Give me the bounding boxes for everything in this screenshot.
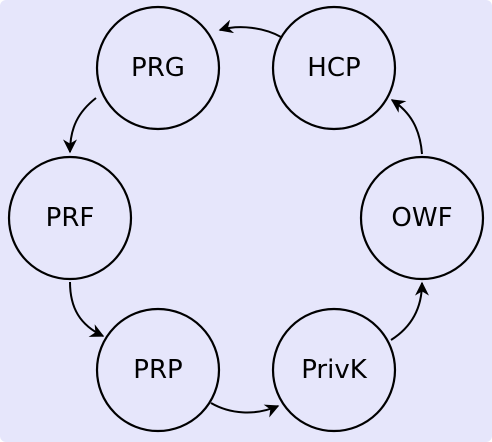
node-prp-label: PRP [133,355,182,385]
node-prf: PRF [7,155,133,281]
edge-hcp-to-prg [218,19,282,38]
node-hcp-label: HCP [307,53,360,83]
node-prf-circle [7,155,133,281]
node-owf-label: OWF [391,203,452,233]
edge-prg-to-prf [63,97,97,154]
node-prg-circle [95,5,221,131]
node-hcp-circle [271,5,397,131]
node-owf: OWF [359,155,485,281]
edge-privk-to-owf [390,281,429,341]
node-privk-label: PrivK [301,355,368,385]
node-owf-circle [359,155,485,281]
node-prg: PRG [95,5,221,131]
node-prp: PRP [95,307,221,433]
node-hcp: HCP [271,5,397,131]
node-prg-label: PRG [131,53,185,83]
node-prf-label: PRF [46,203,95,233]
edge-owf-to-hcp [390,99,423,155]
node-privk-circle [271,307,397,433]
node-privk: PrivK [271,307,397,433]
node-prp-circle [95,307,221,433]
edges [63,19,429,418]
edge-prf-to-prp [69,281,105,337]
edge-prp-to-privk [210,402,280,418]
